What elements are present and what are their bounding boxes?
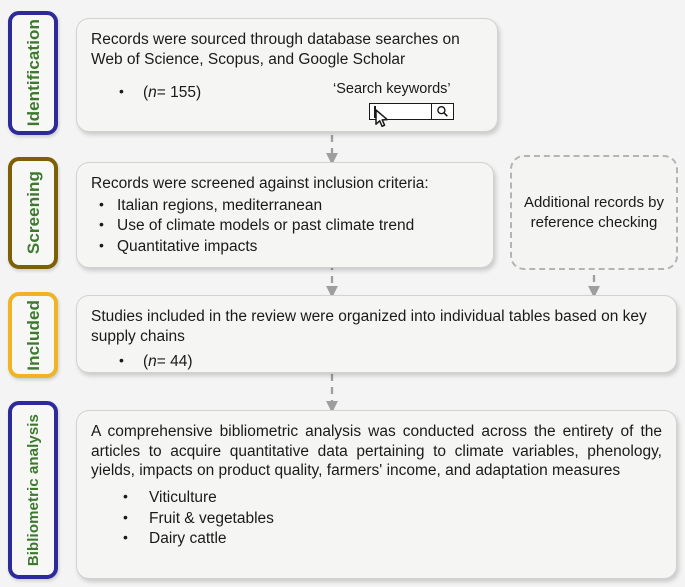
stage-label-bibliometric-text: Bibliometric analysis xyxy=(24,413,42,567)
search-widget-caption: ‘Search keywords’ xyxy=(333,81,451,97)
list-item: (n= 44) xyxy=(91,351,662,373)
identification-count-symbol: n xyxy=(148,84,157,102)
stage-label-included: Included xyxy=(8,292,58,378)
screening-body: Records were screened against inclusion … xyxy=(91,175,429,192)
included-count-symbol: n xyxy=(148,353,157,371)
list-item: Quantitative impacts xyxy=(91,236,479,258)
screening-bullet-list: Italian regions, mediterranean Use of cl… xyxy=(91,195,479,258)
flow-box-additional-records: Additional records by reference checking xyxy=(510,155,678,270)
mouse-pointer-icon xyxy=(375,109,388,128)
text-caret-icon xyxy=(374,106,376,118)
included-body: Studies included in the review were orga… xyxy=(91,308,647,345)
stage-label-included-text: Included xyxy=(23,299,43,371)
included-count-value: = 44) xyxy=(156,353,193,371)
bibliometric-bullet-list: Viticulture Fruit & vegetables Dairy cat… xyxy=(91,487,662,550)
list-item: (n= 155) xyxy=(91,82,483,104)
list-item: Fruit & vegetables xyxy=(91,508,662,530)
search-widget[interactable]: ‘Search keywords’ xyxy=(333,82,461,130)
identification-body: Records were sourced through database se… xyxy=(91,31,460,68)
additional-records-body: Additional records by reference checking xyxy=(523,194,665,231)
search-input[interactable] xyxy=(369,103,431,120)
identification-bullet-list: (n= 155) xyxy=(91,82,483,104)
flow-box-bibliometric: A comprehensive bibliometric analysis wa… xyxy=(76,410,677,579)
list-item: Viticulture xyxy=(91,487,662,509)
identification-count-value: = 155) xyxy=(156,84,202,102)
list-item: Dairy cattle xyxy=(91,528,662,550)
flow-box-screening: Records were screened against inclusion … xyxy=(76,162,494,268)
flow-box-included: Studies included in the review were orga… xyxy=(76,295,677,373)
included-bullet-list: (n= 44) xyxy=(91,351,662,373)
stage-label-screening-text: Screening xyxy=(23,171,43,255)
stage-label-identification-text: Identification xyxy=(23,19,43,127)
list-item: Use of climate models or past climate tr… xyxy=(91,215,479,237)
stage-label-bibliometric: Bibliometric analysis xyxy=(8,401,58,579)
stage-label-identification: Identification xyxy=(8,11,58,135)
identification-count-prefix: ( xyxy=(143,84,149,102)
search-button[interactable] xyxy=(431,103,454,120)
included-count-prefix: ( xyxy=(143,353,149,371)
list-item: Italian regions, mediterranean xyxy=(91,195,479,217)
bibliometric-body: A comprehensive bibliometric analysis wa… xyxy=(91,423,662,480)
search-icon xyxy=(437,105,448,117)
flow-box-identification: Records were sourced through database se… xyxy=(76,18,498,132)
stage-label-screening: Screening xyxy=(8,157,58,269)
